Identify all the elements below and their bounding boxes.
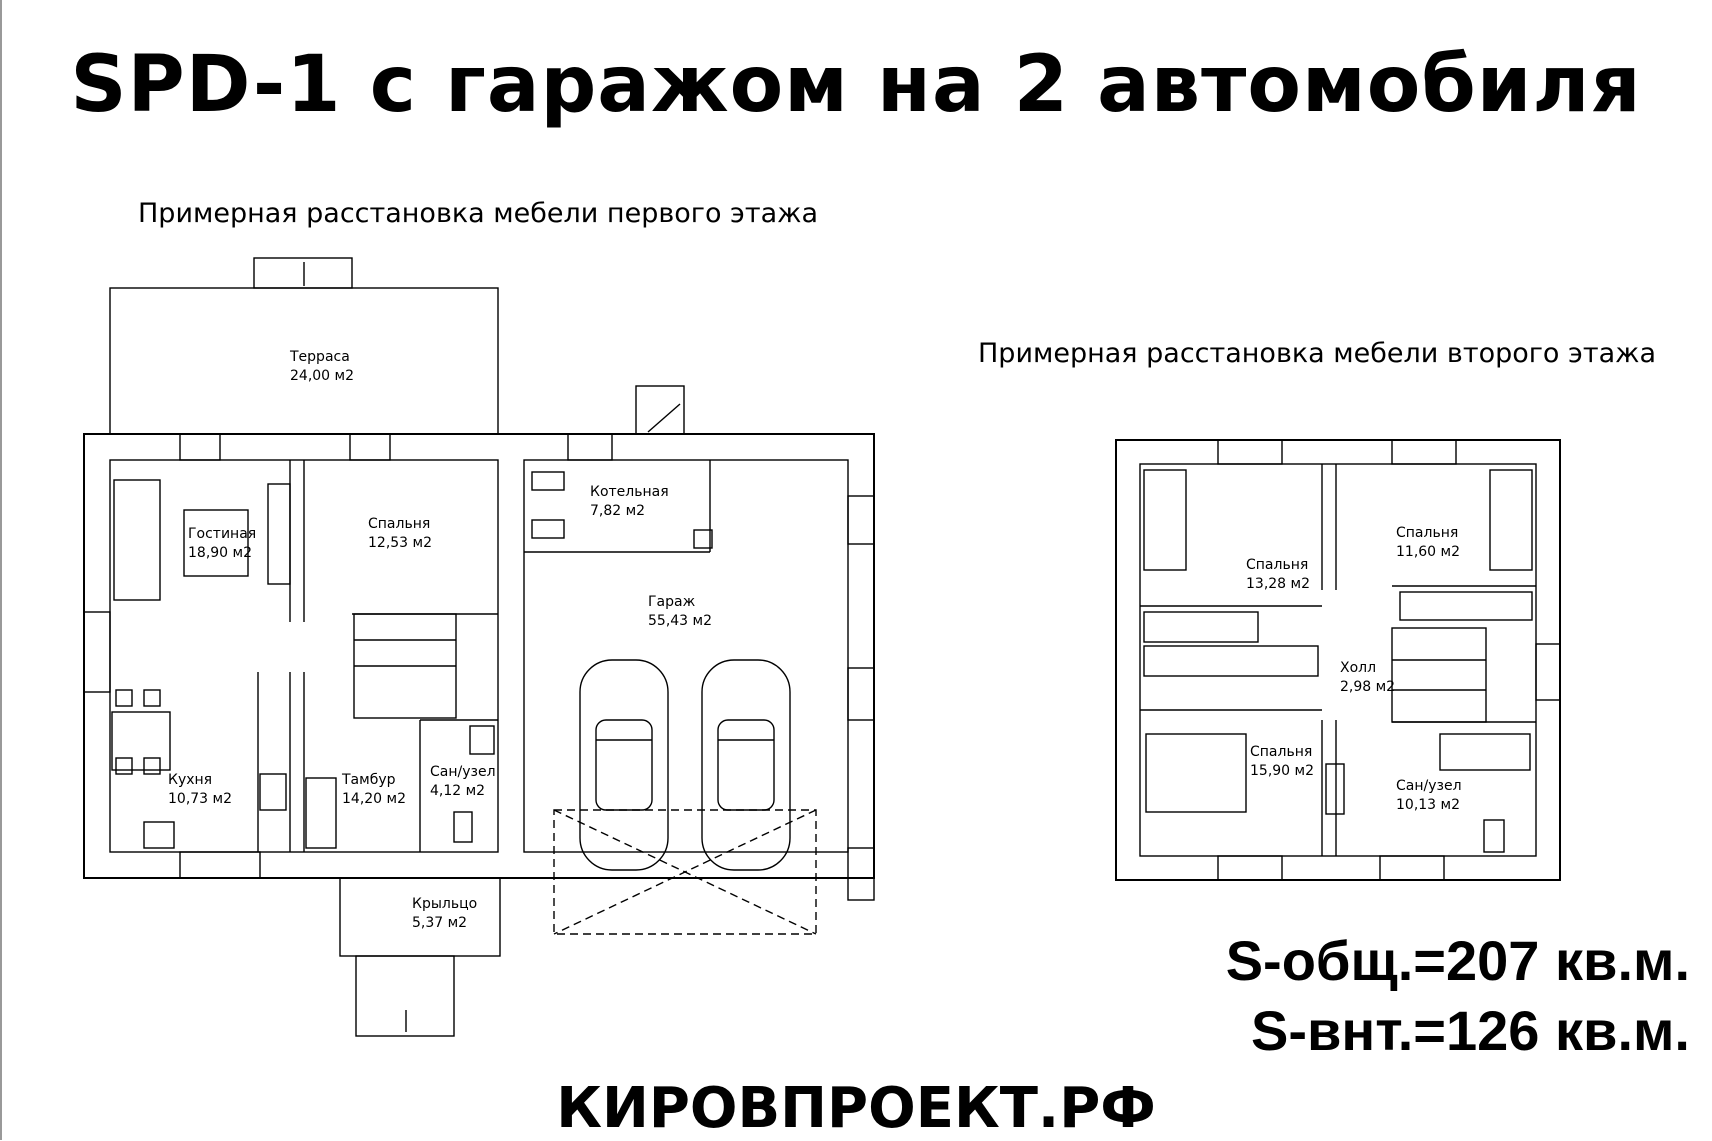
dining-table: [111, 711, 171, 771]
terrace-steps: [253, 257, 353, 289]
room-name: Сан/узел: [430, 764, 496, 780]
room-area: 13,28 м2: [1246, 576, 1310, 592]
room-area: 10,73 м2: [168, 791, 232, 807]
garage-door-zone: [553, 809, 817, 935]
bed-3: [1145, 733, 1247, 813]
room-name: Котельная: [590, 484, 669, 500]
room-area: 24,00 м2: [290, 368, 354, 384]
room-name: Спальня: [1396, 525, 1458, 541]
room-area: 12,53 м2: [368, 535, 432, 551]
room-name: Сан/узел: [1396, 778, 1462, 794]
room-area: 7,82 м2: [590, 503, 645, 519]
floor2-caption: Примерная расстановка мебели второго эта…: [978, 338, 1656, 369]
room-area: 4,12 м2: [430, 783, 485, 799]
room-name: Спальня: [1250, 744, 1312, 760]
room-area: 2,98 м2: [1340, 679, 1395, 695]
room-name: Кухня: [168, 772, 212, 788]
sofa: [113, 479, 161, 601]
room-area: 10,13 м2: [1396, 797, 1460, 813]
floor1-caption: Примерная расстановка мебели первого эта…: [138, 198, 819, 229]
inner-area: S-внт.=126 кв.м.: [1250, 999, 1690, 1062]
room-name: Терраса: [289, 349, 350, 365]
room-area: 11,60 м2: [1396, 544, 1460, 560]
garage-inner: [523, 459, 849, 853]
car-2: [701, 659, 791, 871]
total-area: S-общ.=207 кв.м.: [1225, 929, 1690, 992]
room-name: Гараж: [648, 594, 696, 610]
floor1-outer-wall: [83, 433, 875, 879]
room-area: 15,90 м2: [1250, 763, 1314, 779]
floor2-stairs: [1391, 627, 1487, 723]
room-area: 5,37 м2: [412, 915, 467, 931]
room-name: Тамбур: [341, 772, 396, 788]
room-name: Спальня: [1246, 557, 1308, 573]
room-name: Спальня: [368, 516, 430, 532]
room-name: Крыльцо: [412, 896, 477, 912]
room-area: 55,43 м2: [648, 613, 712, 629]
floor1-plan: [83, 257, 875, 1037]
bed-1: [1143, 469, 1187, 571]
bathtub: [1439, 733, 1531, 771]
site-name: КИРОВПРОЕКТ.РФ: [556, 1076, 1156, 1141]
room-area: 18,90 м2: [188, 545, 252, 561]
page-title: SPD-1 с гаражом на 2 автомобиля: [70, 40, 1642, 130]
page-edge: [0, 0, 2, 1140]
room-name: Холл: [1340, 660, 1376, 676]
floor2-plan: [1115, 439, 1561, 881]
coffee-table: [183, 509, 249, 577]
porch-steps: [355, 955, 455, 1037]
room-area: 14,20 м2: [342, 791, 406, 807]
car-1: [579, 659, 669, 871]
room-name: Гостиная: [188, 526, 256, 542]
bed-2: [1489, 469, 1533, 571]
